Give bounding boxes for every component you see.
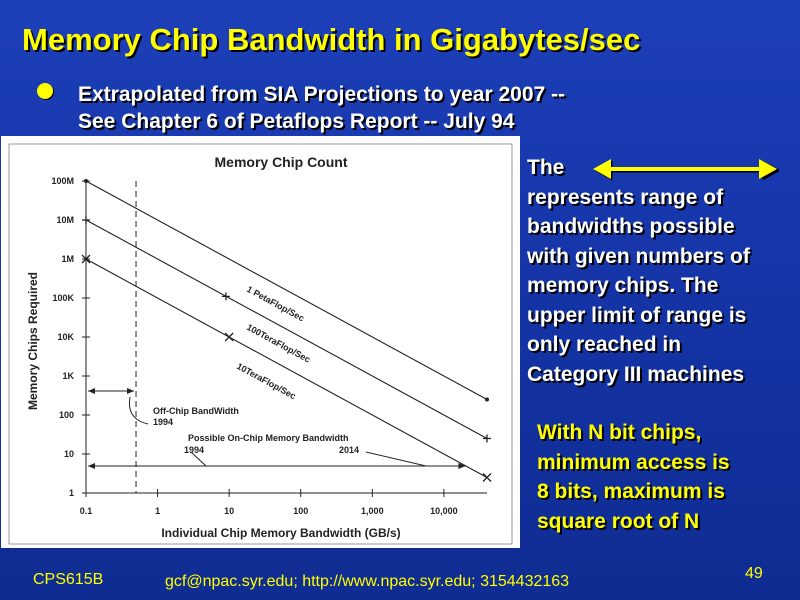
series-marker-x: [224, 332, 234, 342]
series-marker-x: [81, 254, 91, 264]
series-line: [85, 219, 488, 439]
slide-title: Memory Chip Bandwidth in Gigabytes/sec: [22, 22, 641, 57]
series-label: 10TeraFlop/Sec: [235, 361, 298, 401]
y-tick-label: 1M: [61, 254, 74, 264]
x-axis-label: Individual Chip Memory Bandwidth (GB/s): [161, 526, 400, 540]
y-axis-label: Memory Chips Required: [26, 272, 40, 410]
onchip-arrow-head: [458, 463, 466, 469]
y-tick-label: 10: [64, 449, 74, 459]
x-tick-label: 1: [155, 506, 160, 516]
double-arrow-icon: [593, 159, 779, 181]
x-tick-label: 0.1: [80, 506, 93, 516]
bullet-line-2: See Chapter 6 of Petaflops Report -- Jul…: [78, 110, 515, 133]
footer-contact: gcf@npac.syr.edu; http://www.npac.syr.ed…: [165, 573, 570, 590]
y-tick-label: 10K: [57, 332, 74, 342]
chip-access-line: 8 bits, maximum is: [537, 480, 725, 503]
series-line: [85, 258, 488, 478]
range-note-line: memory chips. The: [527, 274, 719, 297]
bullet-icon: [37, 83, 53, 99]
footer-course: CPS615B: [33, 571, 104, 588]
onchip-label: Possible On-Chip Memory Bandwidth: [188, 433, 349, 443]
y-tick-label: 1: [69, 488, 74, 498]
series-marker-x: [482, 473, 492, 482]
onchip-leader-start: [190, 451, 207, 467]
series-marker-plus: [221, 292, 230, 301]
range-note: The represents range of bandwidths possi…: [527, 153, 750, 389]
range-note-line: The: [527, 156, 565, 179]
y-tick-label: 100K: [52, 293, 74, 303]
y-tick-label: 10M: [56, 215, 74, 225]
series-marker-dot: [84, 179, 88, 183]
chart-panel: 1 10 100 1K 10K 100K 1M 10M 100M 0.1 1 10 100 1,000 10…: [1, 136, 520, 548]
onchip-leader-end: [365, 451, 427, 467]
bullet-line-1: Extrapolated from SIA Projections to yea…: [78, 83, 566, 106]
chip-access-line: With N bit chips,: [537, 421, 702, 444]
series-marker-plus: [483, 434, 491, 443]
onchip-year-start: 1994: [184, 445, 204, 455]
series-marker-plus: [82, 216, 90, 224]
x-tick-label: 1,000: [361, 506, 384, 516]
y-tick-label: 100M: [51, 176, 74, 186]
range-note-line: represents range of: [527, 185, 724, 209]
x-tick-label: 100: [293, 506, 308, 516]
range-note-line: bandwidths possible: [527, 215, 735, 238]
offchip-leader: [128, 396, 149, 425]
offchip-arrow-head: [88, 388, 95, 394]
x-tick-label: 10: [224, 506, 234, 516]
onchip-arrow-head: [88, 463, 95, 469]
range-note-line: upper limit of range is: [527, 303, 747, 327]
x-tick-label: 10,000: [430, 506, 458, 516]
chart-title: Memory Chip Count: [215, 154, 348, 170]
series-label: 1 PetaFlop/Sec: [245, 284, 306, 323]
offchip-year: 1994: [153, 417, 173, 427]
bullet-text: Extrapolated from SIA Projections to yea…: [78, 81, 565, 135]
chip-access-note: With N bit chips, minimum access is 8 bi…: [537, 418, 730, 536]
chip-access-line: minimum access is: [537, 450, 730, 474]
y-tick-label: 100: [59, 410, 74, 420]
onchip-year-end: 2014: [339, 445, 359, 455]
series-line: [85, 180, 488, 400]
range-note-line: with given numbers of: [527, 244, 750, 268]
series-marker-dot: [485, 397, 489, 402]
chart-frame: [8, 143, 513, 545]
offchip-arrow-head: [127, 388, 135, 394]
range-note-line: Category III machines: [527, 362, 745, 386]
offchip-label: Off-Chip BandWidth: [153, 406, 239, 416]
y-tick-label: 1K: [62, 371, 74, 381]
range-note-line: only reached in: [527, 333, 682, 356]
chip-access-line: square root of N: [537, 509, 700, 533]
memory-chip-chart: 1 10 100 1K 10K 100K 1M 10M 100M 0.1 1 10 100 1,000 10…: [8, 143, 513, 545]
page-number: 49: [745, 565, 763, 582]
series-label: 100TeraFlop/Sec: [245, 322, 312, 365]
